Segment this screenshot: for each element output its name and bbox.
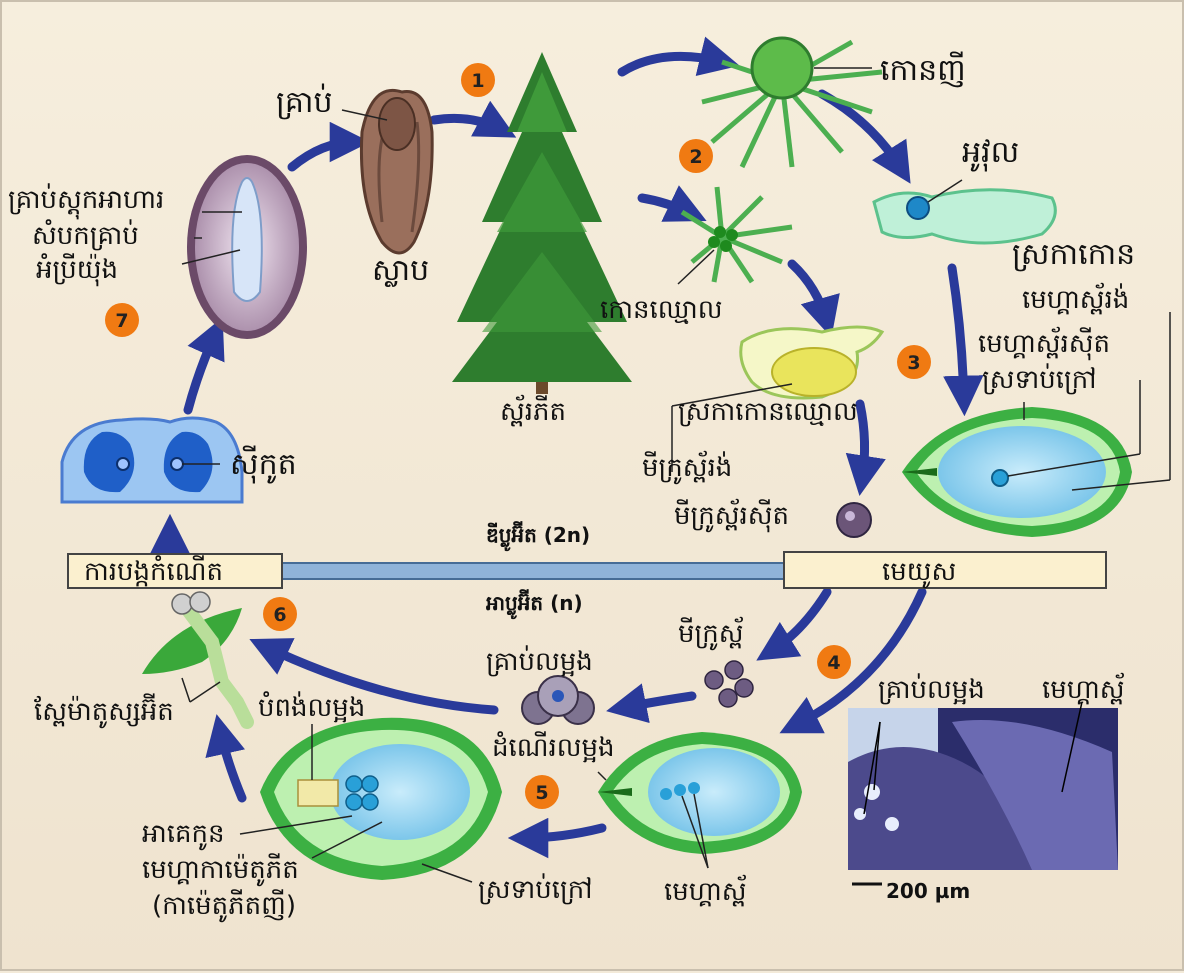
label-pollen-grain-center: គ្រាប់លម្អង: [486, 645, 593, 677]
arrow-zygote-to-seedcut: [183, 317, 225, 415]
step-badge-1: 1: [461, 63, 495, 97]
seed-section-illustration: [181, 155, 307, 339]
svg-text:6: 6: [273, 604, 286, 626]
label-ovule: អូវុល: [962, 135, 1019, 172]
label-fertilization: ការបង្កកំណើត: [84, 555, 223, 587]
label-food-reserve: គ្រាប់ស្តុកអាហារ: [8, 183, 164, 220]
arrow-gametophyte-to-sperm: [205, 714, 247, 803]
label-embryo: អំប្រីយ៉ុង: [36, 253, 118, 287]
label-microsporangium: មីក្រូស្ព័រង់: [642, 450, 732, 485]
label-female-gametophyte: (កាម៉េតូភីតញី): [152, 889, 296, 923]
label-megagametophyte: មេហ្គាកាម៉េតូភីត: [142, 853, 299, 887]
label-archegonium: អាគេកូន: [142, 819, 225, 851]
svg-text:1: 1: [471, 70, 484, 92]
sperm-illustration: [142, 591, 254, 729]
label-seed: គ្រាប់: [276, 83, 333, 120]
labels: កោនញី អូវុល ស្រកាកោន មេហ្គាស្ព័រង់ មេហ្គ…: [8, 51, 1135, 923]
step-badge-7: 7: [105, 303, 139, 337]
step-badge-2: 2: [679, 139, 713, 173]
label-microspore: មីក្រូស្ព័: [678, 616, 744, 651]
arrow-scale-to-microsporocyte: [845, 399, 886, 497]
step-badge-3: 3: [897, 345, 931, 379]
arrow-seedcut-to-seed: [287, 121, 371, 172]
label-integument-top: ស្រទាប់ក្រៅ: [982, 363, 1097, 395]
ploidy-bar: [67, 551, 1107, 589]
step-badge-4: 4: [817, 645, 851, 679]
label-zygote: ស៊ីកូត: [230, 445, 297, 484]
label-diploid: ឌីប្លូអ៊ីត (2n): [486, 521, 590, 552]
step-badge-6: 6: [263, 597, 297, 631]
female-cone-illustration: [701, 36, 883, 169]
arrow-pollen-to-sperm: [249, 638, 499, 715]
label-pollen-tube: បំពង់លម្អង: [258, 691, 365, 723]
arrow-tree-to-male-cone: [637, 185, 707, 222]
label-pollen-grain-photo: គ្រាប់លម្អង: [878, 673, 985, 705]
pine-tree-illustration: [452, 52, 632, 394]
label-pollination: ដំណើរលម្អង: [492, 731, 615, 763]
label-cone-scale: ស្រកាកោន: [1012, 237, 1135, 272]
male-cone-illustration: [677, 186, 793, 285]
fertilization-box: [67, 553, 283, 589]
micrograph-photo: [848, 701, 1118, 886]
arrow-ovule-to-gametophyte: [507, 817, 607, 859]
arrow-male-cone-to-scale: [787, 259, 840, 338]
zygote-illustration: [60, 416, 244, 504]
label-megasporocyte: មេហ្គាស្ព័រស៊ីត: [978, 326, 1110, 361]
svg-text:7: 7: [115, 310, 128, 332]
svg-text:5: 5: [535, 782, 548, 804]
label-seed-coat: សំបកគ្រាប់: [32, 219, 139, 251]
winged-seed-illustration: [341, 89, 434, 255]
meiosis-box: [783, 551, 1107, 589]
label-tree: ស្ព័រភីត: [500, 394, 566, 427]
cycle-arrows: [149, 36, 984, 859]
arrow-tree-to-female-cone: [617, 36, 740, 77]
label-microsporocyte: មីក្រូស្ព័រស៊ីត: [674, 498, 789, 533]
male-scale-illustration: [671, 325, 885, 472]
step-badge-5: 5: [525, 775, 559, 809]
microspores-illustration: [704, 660, 754, 708]
svg-text:4: 4: [827, 652, 840, 674]
arrow-meiosis-to-ovule: [779, 587, 927, 734]
ovule-pollinated-illustration: [597, 732, 802, 869]
label-haploid: អាប្លូអ៊ីត (n): [486, 589, 583, 620]
arrow-cone-to-ovule: [817, 89, 911, 184]
step-badges: 1 2 3 4 5 6 7: [105, 63, 931, 809]
arrow-meiosis-to-microspores: [756, 587, 832, 661]
label-integument-bottom: ស្រទាប់ក្រៅ: [478, 873, 593, 905]
label-meiosis: មេយូស: [882, 557, 956, 589]
arrow-ovule-to-section: [943, 263, 984, 417]
gametophyte-illustration: [239, 717, 502, 883]
arrow-microspores-to-pollen: [606, 683, 697, 724]
pollen-grain-illustration: [521, 675, 595, 725]
svg-text:3: 3: [907, 352, 920, 374]
ovule-section-illustration: [902, 312, 1171, 537]
microsporocyte-illustration: [836, 502, 872, 538]
arrow-seed-to-tree: [429, 100, 517, 138]
label-male-scale: ស្រកាកោនឈ្មោល: [678, 397, 858, 427]
label-scale-bar: 200 µm: [886, 879, 970, 903]
label-megaspore-bottom: មេហ្គាស្ព័: [664, 874, 747, 907]
ovule-scale-illustration: [872, 179, 1057, 245]
svg-text:2: 2: [689, 146, 702, 168]
label-megasporangium: មេហ្គាស្ព័រង់: [1022, 282, 1129, 315]
label-wing: ស្លាប: [372, 253, 429, 288]
label-megaspore-photo: មេហ្គាស្ព័: [1042, 672, 1125, 705]
label-female-cone: កោនញី: [880, 51, 966, 88]
label-sperm: ស្ពែម៉ាតូស្សអ៊ីត: [34, 693, 174, 729]
label-male-cone: កោនឈ្មោល: [600, 295, 723, 325]
